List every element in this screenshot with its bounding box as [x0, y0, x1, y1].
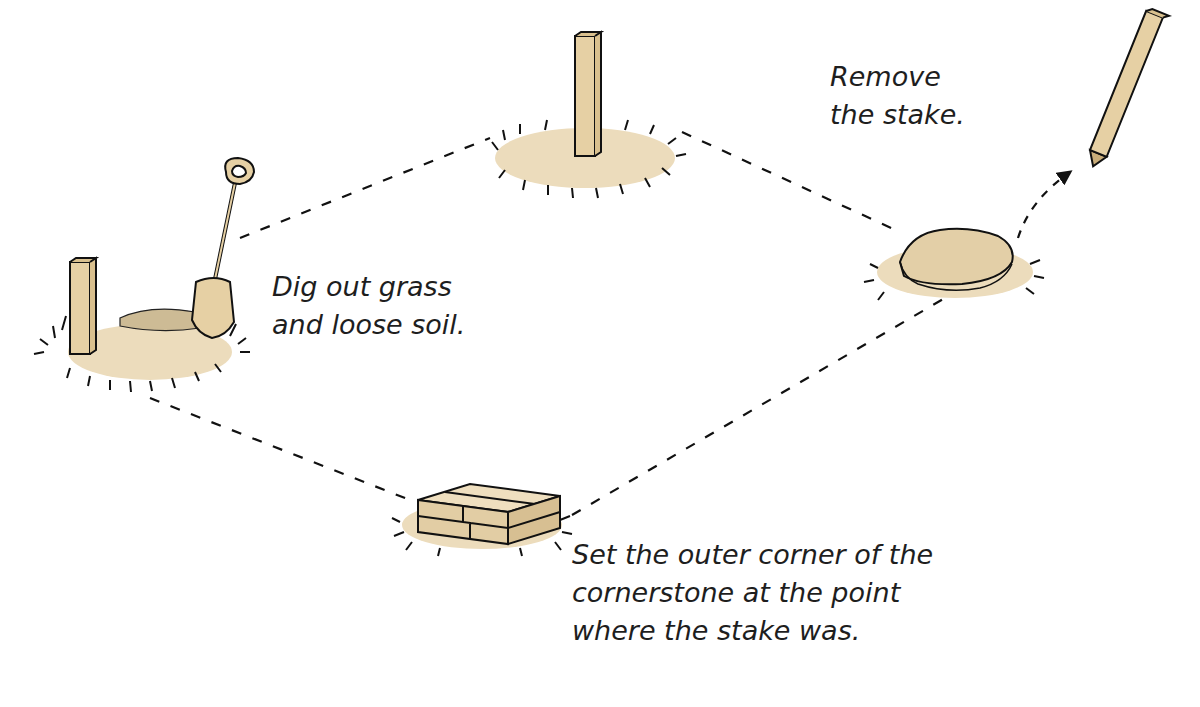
instruction-note: Set the outer corner of the cornerstone … [572, 536, 933, 650]
note-line: Dig out grass [272, 268, 465, 306]
note-line: cornerstone at the point [572, 574, 933, 612]
flat-stone [900, 229, 1013, 284]
note-wrap: Remove the stake. [830, 58, 965, 134]
note-line: and loose soil. [272, 306, 465, 344]
dug-patch-left [34, 158, 254, 392]
stake [70, 262, 90, 354]
stake-patch-top [492, 32, 686, 198]
note-line: Remove [830, 58, 965, 96]
shovel [192, 158, 254, 338]
stone-patch-right [864, 7, 1169, 300]
note-line: where the stake was. [572, 612, 933, 650]
dashed-line [572, 298, 945, 515]
stake [575, 36, 595, 156]
cornerstone [418, 484, 560, 544]
instruction-note: Dig out grass and loose soil. [272, 268, 465, 344]
dashed-line [240, 138, 490, 238]
note-wrap: Dig out grass and loose soil. [272, 268, 465, 344]
dashed-line [682, 132, 900, 232]
cornerstone-patch-bottom [392, 484, 572, 556]
note-wrap: Set the outer corner of the cornerstone … [572, 536, 933, 650]
note-line: Set the outer corner of the [572, 536, 933, 574]
instruction-note: Remove the stake. [830, 58, 965, 134]
removal-arrow [1018, 172, 1070, 238]
removed-stake [1085, 7, 1169, 171]
note-line: the stake. [830, 96, 965, 134]
dashed-line [150, 398, 410, 500]
